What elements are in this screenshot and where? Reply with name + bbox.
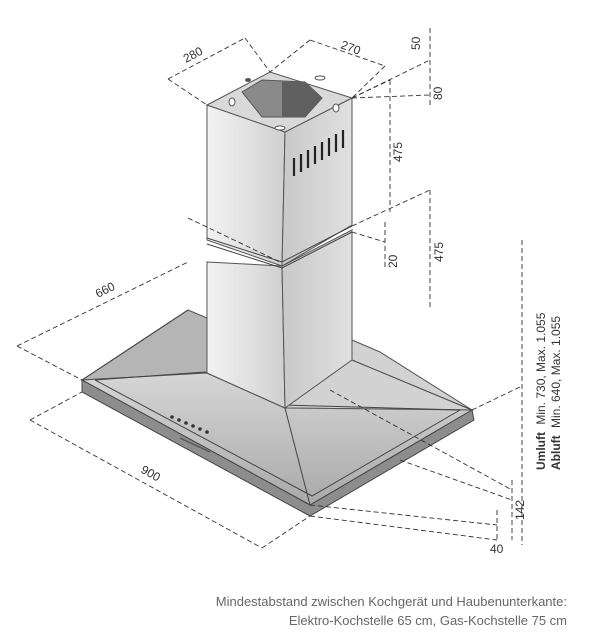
abluft-range: Min. 640, Max. 1.055 [549, 316, 563, 428]
dim-chimney-width: 280 [181, 44, 206, 66]
dimension-labels: 280 270 50 80 475 20 475 660 900 142 40 … [93, 36, 563, 556]
canopy-left-face [80, 309, 208, 381]
vent-slots [292, 130, 345, 176]
abluft-label: Abluft [549, 435, 563, 470]
umluft-label: Umluft [534, 432, 548, 470]
dim-lower-chimney: 475 [432, 242, 446, 262]
side-note-umluft: Umluft Min. 730, Max. 1.055 [534, 312, 548, 470]
dim-edge-height: 40 [490, 542, 504, 556]
side-note-abluft: Abluft Min. 640, Max. 1.055 [549, 316, 563, 470]
hood-canopy [80, 309, 475, 517]
chimney [205, 71, 354, 409]
lower-chimney-side [281, 229, 353, 409]
dim-overlap: 20 [386, 254, 400, 268]
control-buttons [170, 415, 211, 453]
dim-hood-width: 900 [139, 462, 164, 484]
dim-upper-chimney: 475 [391, 142, 405, 162]
caption-line-1: Mindestabstand zwischen Kochgerät und Ha… [215, 594, 567, 609]
dim-hood-height: 142 [513, 500, 527, 520]
caption-line-2: Elektro-Kochstelle 65 cm, Gas-Kochstelle… [288, 613, 567, 628]
dimension-lines [16, 28, 523, 549]
dim-hood-depth: 660 [93, 279, 117, 301]
dim-top-gap: 50 [409, 36, 423, 50]
umluft-range: Min. 730, Max. 1.055 [534, 312, 548, 424]
dim-chimney-depth: 270 [339, 38, 363, 58]
dim-top-offset: 80 [431, 86, 445, 100]
installation-caption: Mindestabstand zwischen Kochgerät und Ha… [87, 592, 567, 630]
